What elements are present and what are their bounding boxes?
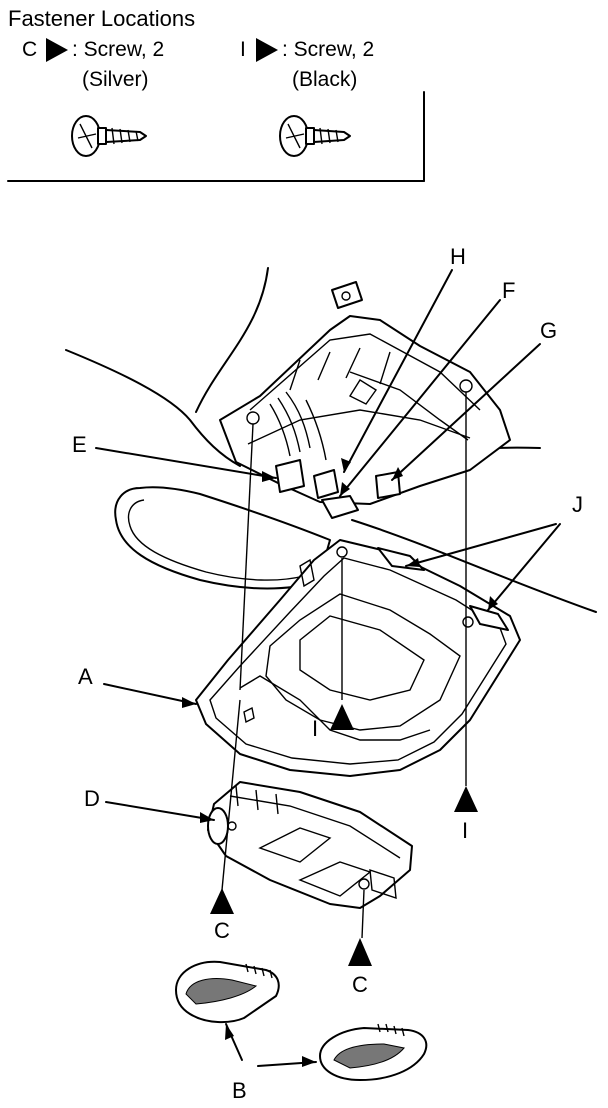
callout-i-upper: I bbox=[312, 716, 319, 741]
legend-i-desc: : Screw, 2 bbox=[282, 38, 375, 61]
callout-g: G bbox=[540, 318, 558, 343]
connector-e bbox=[275, 459, 305, 493]
legend-c-arrow-icon bbox=[46, 38, 68, 62]
callout-i-lower: I bbox=[462, 818, 469, 843]
legend-c-code: C bbox=[22, 38, 38, 61]
callout-d: D bbox=[84, 786, 100, 811]
fastener-i-upper-arrow-icon bbox=[330, 704, 354, 730]
callout-h: H bbox=[450, 244, 466, 269]
connector-h bbox=[313, 469, 339, 499]
legend-i-arrow-icon bbox=[256, 38, 278, 62]
console-housing-a bbox=[195, 539, 521, 777]
callout-c-right: C bbox=[352, 972, 368, 997]
fastener-c-right-arrow-icon bbox=[348, 938, 372, 966]
switch-assembly-d bbox=[207, 781, 413, 909]
fastener-c-left-arrow-icon bbox=[210, 888, 234, 914]
lens-b-left bbox=[175, 960, 280, 1024]
callout-j: J bbox=[572, 492, 583, 517]
screw-silver-icon bbox=[71, 115, 147, 157]
callout-c-left: C bbox=[214, 918, 230, 943]
lens-b-right bbox=[319, 1023, 428, 1081]
legend-c-desc: : Screw, 2 bbox=[72, 38, 165, 61]
callout-f: F bbox=[502, 278, 516, 303]
fastener-i-lower-arrow-icon bbox=[454, 786, 478, 812]
legend-box bbox=[7, 91, 425, 182]
callout-e: E bbox=[72, 432, 87, 457]
leader-arrowheads bbox=[182, 458, 498, 1067]
roof-bracket bbox=[219, 281, 511, 505]
legend-i-code: I bbox=[240, 38, 246, 61]
screw-alignment-lines bbox=[221, 392, 467, 939]
mirror-outline bbox=[114, 486, 331, 590]
legend-i-finish: (Black) bbox=[292, 68, 358, 91]
screw-black-icon bbox=[279, 115, 351, 157]
legend-c-finish: (Silver) bbox=[82, 68, 149, 91]
callout-a: A bbox=[78, 664, 93, 689]
legend-title: Fastener Locations bbox=[8, 6, 196, 31]
callout-b: B bbox=[232, 1078, 247, 1103]
connector-f bbox=[321, 495, 359, 519]
